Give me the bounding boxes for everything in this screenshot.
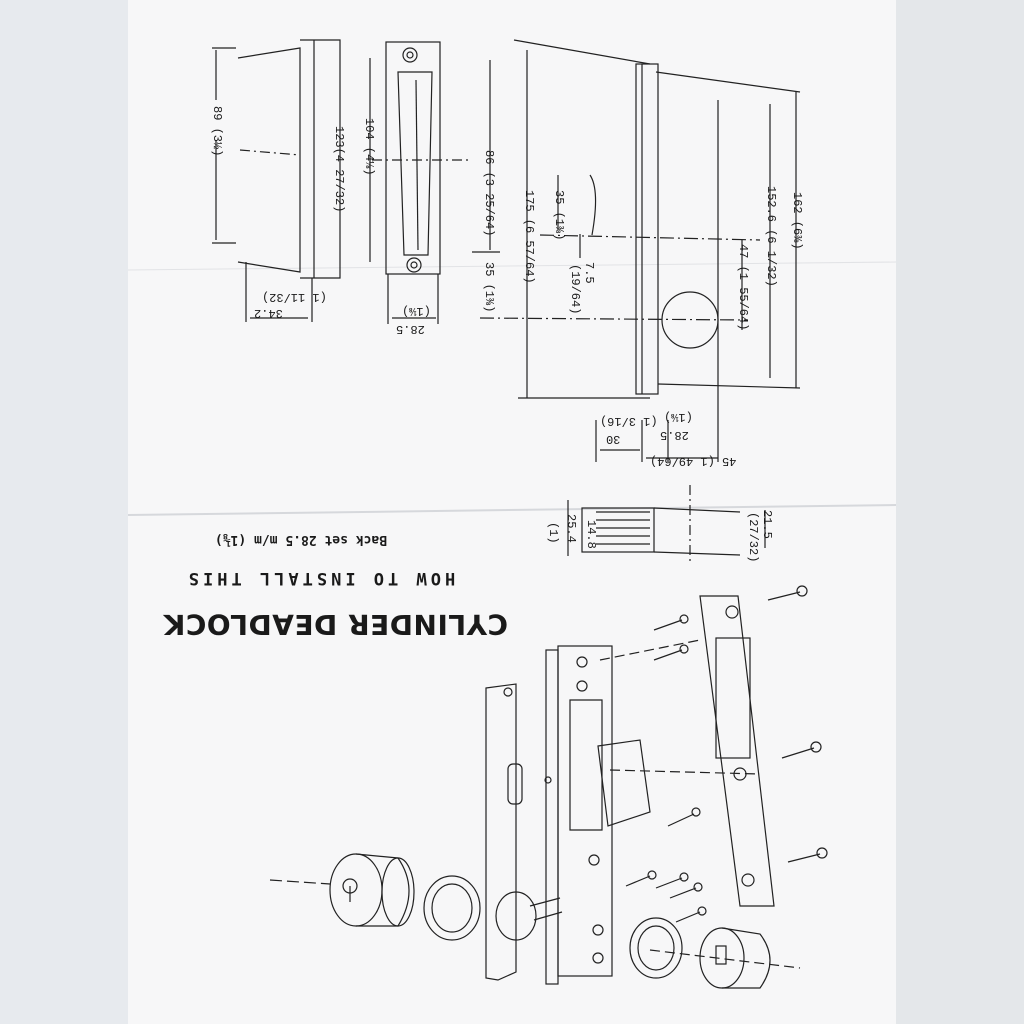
trim-ring-right — [629, 917, 683, 979]
dim-28a: 28.5 — [396, 322, 425, 336]
dim-21-5: 21.5 — [760, 510, 774, 539]
dim-47: 47 (1 55/64) — [736, 244, 750, 331]
dim-7: 7.5 — [582, 262, 596, 284]
dim-86: 86 (3 25/64) — [482, 150, 496, 237]
dim-21-5-inch: (27/32) — [746, 512, 760, 563]
backset-inch: (1⅛) — [214, 532, 247, 547]
dim-104: 104 (4⅛) — [362, 118, 376, 176]
tailpiece — [495, 891, 563, 941]
dim-123: 123(4 27/32) — [332, 126, 346, 213]
dim-30-inch: (1 3/16) — [600, 414, 658, 428]
paper-sheet — [128, 0, 896, 1024]
dim-7-inch: (19/64) — [568, 264, 582, 315]
trim-ring-left — [423, 875, 481, 941]
dim-28a-inch: (1⅛) — [402, 304, 431, 318]
dim-14-8: 14.8 — [584, 520, 598, 549]
screws — [625, 585, 828, 923]
dim-162: 162 (6⅜) — [790, 192, 804, 250]
dim-35a: 35 (1⅜) — [482, 262, 496, 313]
dim-28b: 28.5 — [660, 428, 689, 442]
side-view-body — [212, 39, 341, 322]
cylinder-left — [329, 853, 415, 927]
dim-152: 152.6 (6 1/32) — [764, 186, 778, 287]
lock-body-view — [479, 39, 801, 462]
backset-label: Back set 28.5 m/m (1⅛) — [196, 532, 406, 547]
dim-175: 175 (6 57/64) — [522, 190, 536, 284]
dim-35b: 35 (1⅜) — [552, 190, 566, 241]
bolt-section-view — [567, 485, 766, 565]
strike-plate-view — [369, 41, 500, 324]
dim-25-4: 25.4 — [564, 514, 578, 543]
dim-34: 34.2 — [254, 306, 283, 320]
backset-unit: m/m — [254, 532, 278, 547]
dim-34-inch: (1 11/32) — [262, 290, 327, 304]
assembly-exploded-view — [269, 585, 828, 989]
dim-30: 30 — [606, 432, 621, 446]
dim-25-4-inch: (1) — [546, 522, 560, 544]
backset-value: Back set 28.5 — [285, 532, 388, 547]
cylinder-right — [699, 927, 771, 989]
document-title: CYLINDER DEADLOCK — [163, 608, 508, 641]
dim-89: 89 (3½) — [210, 106, 224, 157]
document-subtitle: HOW TO INSTALL THIS — [184, 568, 456, 588]
dim-28b-inch: (1⅛) — [664, 410, 693, 424]
dim-45: 45 (1 49/64) — [650, 454, 737, 468]
